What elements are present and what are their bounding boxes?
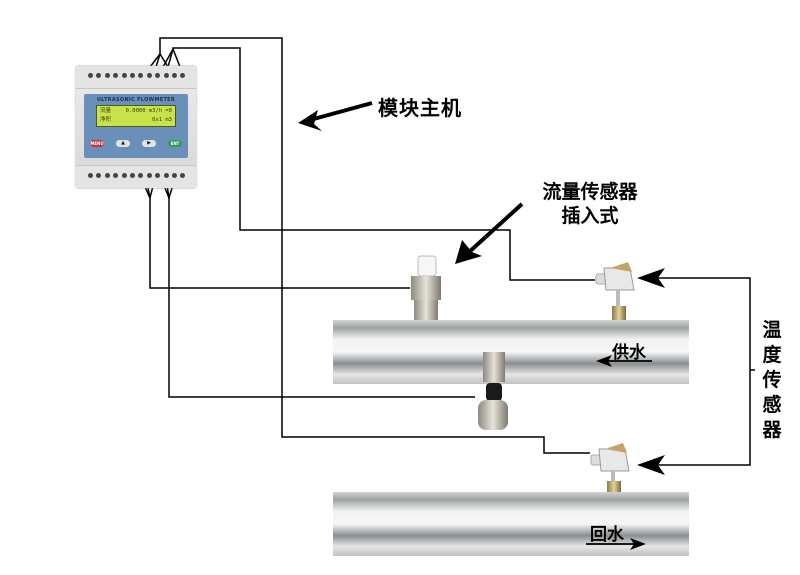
label-module-host: 模块主机 <box>378 96 462 120</box>
arrow-temp-bottom <box>637 455 665 475</box>
label-supply-water: 供水 <box>612 343 646 363</box>
terminal-rail-bottom <box>76 165 196 188</box>
label-flow-sensor: 流量传感器 插入式 <box>530 180 650 228</box>
lcd-display: 流量 0.0000 m3/h =0 净积 0x1 m3 <box>96 105 176 127</box>
arrow-return-flow <box>586 538 646 550</box>
label-return-water: 回水 <box>590 525 624 545</box>
lcd-line2-value: 0x1 m3 <box>152 117 172 123</box>
arrow-supply-flow <box>596 355 652 367</box>
menu-button[interactable]: MENU <box>90 140 104 147</box>
flow-sensor-downstream-icon <box>478 352 508 430</box>
panel-title: ULTRASONIC FLOWMETER <box>96 97 176 103</box>
front-panel: ULTRASONIC FLOWMETER 流量 0.0000 m3/h =0 净积… <box>84 94 188 158</box>
up-button[interactable]: ▲ <box>116 140 130 147</box>
enter-button[interactable]: ENT <box>168 140 182 147</box>
label-temp-sensor: 温度传感器 <box>762 319 782 441</box>
temp-sensor-supply-icon <box>595 262 635 320</box>
wiring <box>140 37 755 466</box>
label-flow-sensor-line2: 插入式 <box>561 205 619 227</box>
arrow-flow-sensor <box>455 202 524 264</box>
lcd-line2-label: 净积 <box>100 117 112 123</box>
terminal-rail-top <box>76 66 196 89</box>
flow-sensor-upstream-icon <box>411 255 441 320</box>
lcd-line1-label: 流量 <box>100 108 112 114</box>
flowmeter-module: ULTRASONIC FLOWMETER 流量 0.0000 m3/h =0 净积… <box>76 66 196 188</box>
arrow-temp-top <box>637 268 665 288</box>
return-pipe <box>333 492 689 556</box>
right-button[interactable]: ▶ <box>142 140 156 147</box>
supply-pipe <box>333 320 689 384</box>
arrow-module <box>298 101 373 131</box>
label-flow-sensor-line1: 流量传感器 <box>542 181 638 203</box>
lcd-line1-value: 0.0000 m3/h =0 <box>125 108 172 114</box>
temp-sensor-return-icon <box>590 443 630 492</box>
